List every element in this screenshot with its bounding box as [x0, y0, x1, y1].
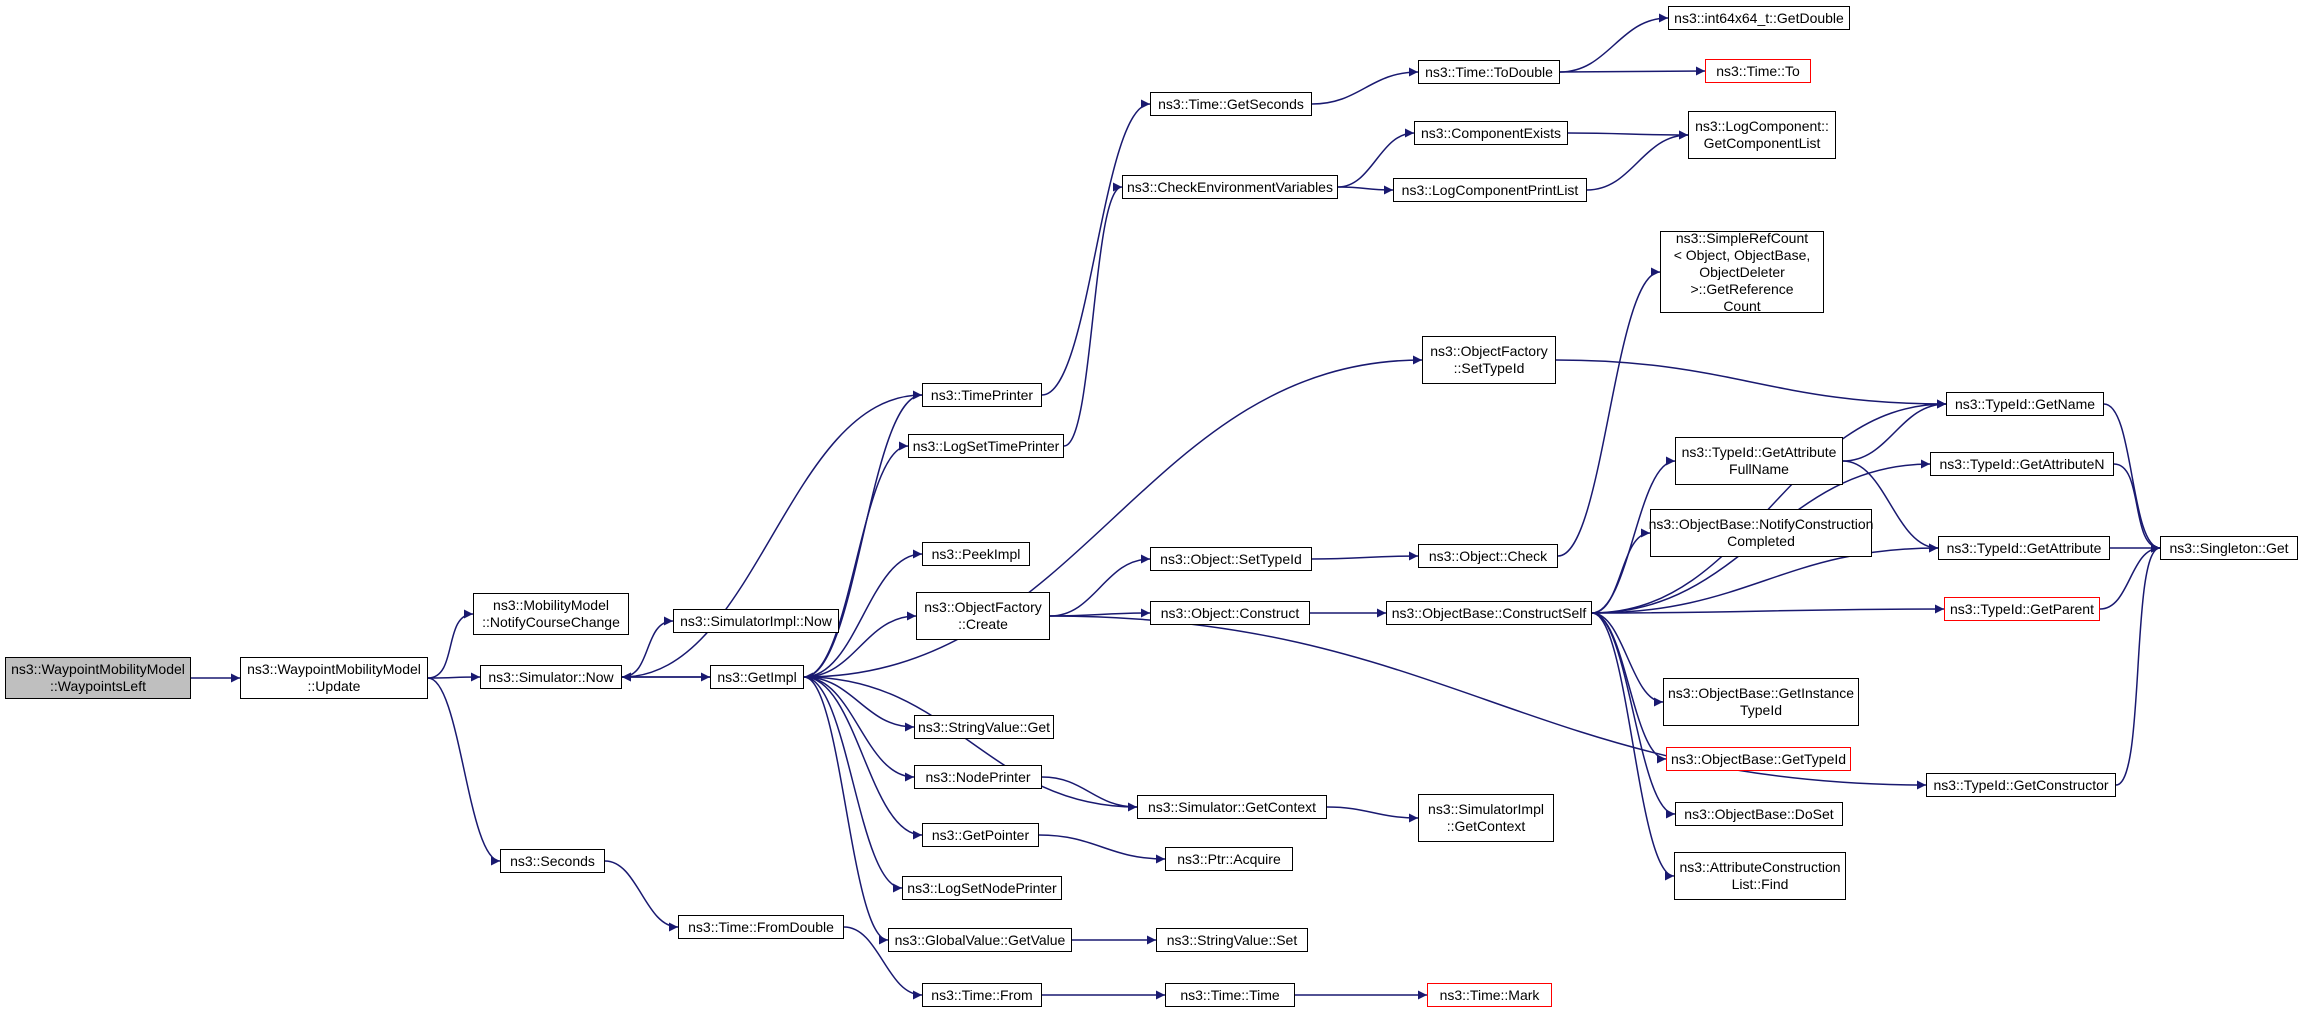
- edge-update-to-seconds: [427, 677, 501, 866]
- edge-constructself-to-getinstancetypeid: [1591, 612, 1664, 707]
- graph-node-objcheck[interactable]: ns3::Object::Check: [1418, 544, 1558, 568]
- edge-constructself-to-getparent: [1591, 604, 1945, 614]
- graph-node-getpointer[interactable]: ns3::GetPointer: [922, 823, 1039, 847]
- graph-node-checkenv[interactable]: ns3::CheckEnvironmentVariables: [1122, 175, 1338, 199]
- edge-constructself-to-doset: [1591, 612, 1676, 819]
- edge-simnow-to-simimplnow: [621, 616, 674, 678]
- graph-node-timeprinter[interactable]: ns3::TimePrinter: [922, 383, 1042, 407]
- graph-node-update[interactable]: ns3::WaypointMobilityModel ::Update: [240, 657, 428, 699]
- graph-node-stringvalueset[interactable]: ns3::StringValue::Set: [1156, 928, 1308, 952]
- graph-node-getcomponentlist[interactable]: ns3::LogComponent:: GetComponentList: [1688, 111, 1836, 159]
- graph-node-logcompprintlist[interactable]: ns3::LogComponentPrintList: [1393, 178, 1587, 202]
- graph-node-seconds[interactable]: ns3::Seconds: [500, 849, 605, 873]
- graph-node-simnow[interactable]: ns3::Simulator::Now: [480, 665, 622, 689]
- graph-node-objfactorycreate[interactable]: ns3::ObjectFactory ::Create: [916, 592, 1050, 640]
- edge-typeidgetname-to-singletonget: [2103, 403, 2161, 553]
- edge-simgetcontext-to-getimpl: [803, 672, 1138, 808]
- edge-constructself-to-typeidgetname: [1591, 399, 1947, 614]
- edge-getimpl-to-getpointer: [803, 676, 923, 840]
- edge-getimpl-to-objfactorycreate: [803, 611, 917, 678]
- edge-update-to-notifycourse: [427, 609, 474, 679]
- edge-constructself-to-objbasegettypeid: [1591, 612, 1667, 764]
- edge-timegetseconds-to-timetodouble: [1311, 67, 1419, 105]
- graph-node-simgetcontext[interactable]: ns3::Simulator::GetContext: [1137, 795, 1327, 819]
- edge-getimpl-to-peekimpl: [803, 549, 923, 678]
- graph-node-nodeprinter[interactable]: ns3::NodePrinter: [914, 765, 1042, 789]
- graph-node-waypointsleft[interactable]: ns3::WaypointMobilityModel ::WaypointsLe…: [5, 657, 191, 699]
- graph-node-timegetseconds[interactable]: ns3::Time::GetSeconds: [1150, 92, 1312, 116]
- graph-node-timemark[interactable]: ns3::Time::Mark: [1427, 983, 1552, 1007]
- graph-node-attrlistfind[interactable]: ns3::AttributeConstruction List::Find: [1674, 852, 1846, 900]
- edge-getimpl-to-objfactorysettypeid: [803, 355, 1423, 678]
- edge-getimpl-to-stringvalueget: [803, 676, 915, 732]
- edge-simgetcontext-to-simimplgetcontext: [1326, 806, 1419, 823]
- edge-constructself-to-attrlistfind: [1591, 612, 1675, 881]
- edge-seconds-to-fromdouble: [604, 860, 679, 932]
- edge-timetodouble-to-timeto: [1559, 66, 1706, 76]
- graph-node-stringvalueget[interactable]: ns3::StringValue::Get: [914, 715, 1054, 739]
- graph-node-notifyconstruction[interactable]: ns3::ObjectBase::NotifyConstruction Comp…: [1649, 509, 1873, 557]
- graph-node-timetime[interactable]: ns3::Time::Time: [1165, 983, 1295, 1007]
- graph-node-ptracquire[interactable]: ns3::Ptr::Acquire: [1165, 847, 1293, 871]
- graph-node-simimplnow[interactable]: ns3::SimulatorImpl::Now: [673, 609, 839, 633]
- edge-getattrfullname-to-typeidgetname: [1842, 399, 1947, 462]
- graph-node-objconstruct[interactable]: ns3::Object::Construct: [1150, 601, 1310, 625]
- edge-objfactorycreate-to-getconstructor: [1049, 615, 1927, 790]
- edge-objcheck-to-simplerefcount: [1557, 267, 1661, 557]
- graph-node-getattributen[interactable]: ns3::TypeId::GetAttributeN: [1930, 452, 2114, 476]
- edge-getattributen-to-singletonget: [2113, 463, 2161, 553]
- graph-node-singletonget[interactable]: ns3::Singleton::Get: [2160, 536, 2298, 560]
- graph-node-objbasegettypeid[interactable]: ns3::ObjectBase::GetTypeId: [1666, 747, 1851, 771]
- edge-getimpl-to-logsettimeprinter: [803, 441, 909, 678]
- edge-checkenv-to-componentexists: [1337, 128, 1415, 188]
- graph-node-doset[interactable]: ns3::ObjectBase::DoSet: [1675, 802, 1843, 826]
- graph-node-logsettimeprinter[interactable]: ns3::LogSetTimePrinter: [908, 434, 1064, 458]
- graph-node-objfactorysettypeid[interactable]: ns3::ObjectFactory ::SetTypeId: [1422, 336, 1556, 384]
- graph-node-timeto[interactable]: ns3::Time::To: [1705, 59, 1811, 83]
- graph-node-timefrom[interactable]: ns3::Time::From: [922, 983, 1042, 1007]
- graph-node-globalvaluegetvalue[interactable]: ns3::GlobalValue::GetValue: [888, 928, 1072, 952]
- graph-node-notifycourse[interactable]: ns3::MobilityModel ::NotifyCourseChange: [473, 593, 629, 635]
- edge-objfactorycreate-to-objsettypeid: [1049, 554, 1151, 617]
- edge-checkenv-to-logcompprintlist: [1337, 185, 1394, 195]
- graph-node-peekimpl[interactable]: ns3::PeekImpl: [922, 542, 1030, 566]
- graph-node-timetodouble[interactable]: ns3::Time::ToDouble: [1418, 60, 1560, 84]
- edge-update-to-simnow: [427, 672, 481, 682]
- edge-objsettypeid-to-objcheck: [1311, 551, 1419, 561]
- edge-getattrfullname-to-getattribute: [1842, 460, 1939, 553]
- edge-constructself-to-getattribute: [1591, 543, 1939, 614]
- edge-getconstructor-to-singletonget: [2115, 543, 2161, 786]
- graph-node-objsettypeid[interactable]: ns3::Object::SetTypeId: [1150, 547, 1312, 571]
- graph-node-getattribute[interactable]: ns3::TypeId::GetAttribute: [1938, 536, 2110, 560]
- graph-node-typeidgetname[interactable]: ns3::TypeId::GetName: [1946, 392, 2104, 416]
- graph-node-getattrfullname[interactable]: ns3::TypeId::GetAttribute FullName: [1675, 437, 1843, 485]
- edge-constructself-to-notifyconstruction: [1591, 528, 1651, 614]
- graph-node-int64getdouble[interactable]: ns3::int64x64_t::GetDouble: [1668, 6, 1850, 30]
- graph-node-logsetnodeprinter[interactable]: ns3::LogSetNodePrinter: [902, 876, 1062, 900]
- edge-getimpl-to-globalvaluegetvalue: [803, 676, 889, 945]
- edge-componentexists-to-getcomponentlist: [1567, 130, 1689, 140]
- graph-node-getparent[interactable]: ns3::TypeId::GetParent: [1944, 597, 2100, 621]
- graph-node-fromdouble[interactable]: ns3::Time::FromDouble: [678, 915, 844, 939]
- graph-node-componentexists[interactable]: ns3::ComponentExists: [1414, 121, 1568, 145]
- graph-node-getinstancetypeid[interactable]: ns3::ObjectBase::GetInstance TypeId: [1663, 678, 1859, 726]
- edge-getimpl-to-logsetnodeprinter: [803, 676, 903, 893]
- edge-logcompprintlist-to-getcomponentlist: [1586, 130, 1689, 191]
- graph-node-constructself[interactable]: ns3::ObjectBase::ConstructSelf: [1386, 601, 1592, 625]
- edge-timeprinter-to-timegetseconds: [1041, 99, 1151, 396]
- edge-timetodouble-to-int64getdouble: [1559, 13, 1669, 73]
- edge-getpointer-to-ptracquire: [1038, 834, 1166, 864]
- edge-logsettimeprinter-to-checkenv: [1063, 182, 1123, 447]
- graph-node-getconstructor[interactable]: ns3::TypeId::GetConstructor: [1926, 773, 2116, 797]
- graph-node-getimpl[interactable]: ns3::GetImpl: [710, 665, 804, 689]
- edge-fromdouble-to-timefrom: [843, 926, 923, 1000]
- graph-node-simplerefcount[interactable]: ns3::SimpleRefCount < Object, ObjectBase…: [1660, 230, 1824, 314]
- edge-getimpl-to-nodeprinter: [803, 676, 915, 782]
- edge-objfactorysettypeid-to-typeidgetname: [1555, 359, 1947, 409]
- graph-node-simimplgetcontext[interactable]: ns3::SimulatorImpl ::GetContext: [1418, 794, 1554, 842]
- edge-timeprinter-to-simnow: [621, 394, 923, 682]
